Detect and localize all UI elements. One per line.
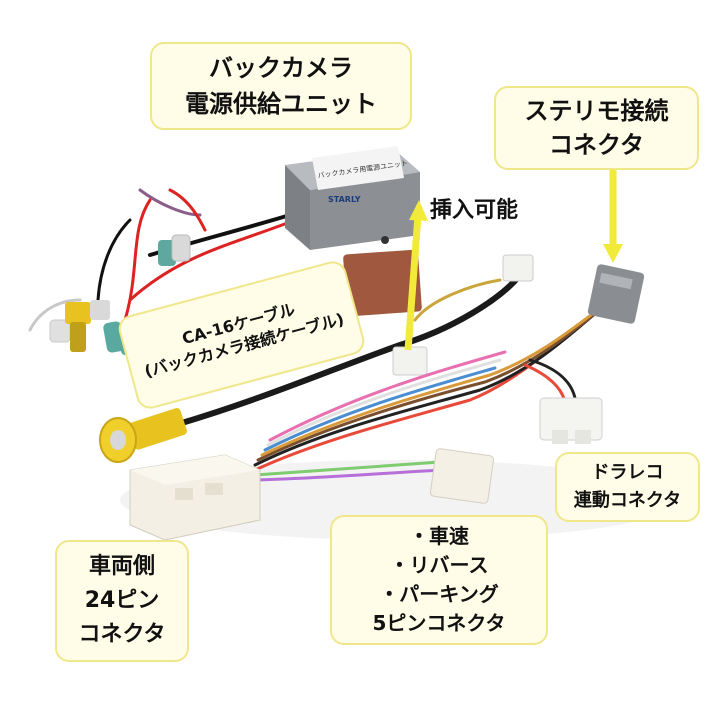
power-supply-unit [285, 146, 420, 250]
small-rca-plugs [65, 300, 110, 352]
arrow-up-icon [404, 200, 428, 351]
white-connector-small [502, 254, 534, 282]
arrow-down-icon [603, 160, 623, 263]
rca-video-plug [99, 408, 187, 463]
callout-stereo-line2: コネクタ [548, 131, 645, 159]
callout-dashcam-line2: 連動コネクタ [573, 490, 682, 511]
label-insertable: 挿入可能 [430, 198, 519, 223]
harness-wires [253, 293, 620, 482]
callout-power-unit: バックカメラ 電源供給ユニット [150, 42, 412, 130]
callout-signals-line1: ・車速 [409, 524, 469, 548]
callout-dashcam-line1: ドラレコ [591, 462, 664, 483]
unit-brand-text: STARLY [328, 195, 361, 204]
dashcam-connector [539, 397, 603, 444]
callout-power-unit-line1: バックカメラ [209, 54, 353, 82]
callout-signals-line3: ・パーキング [379, 582, 499, 606]
callout-power-unit-line2: 電源供給ユニット [185, 90, 377, 118]
adhesive-pad [343, 249, 422, 317]
callout-signal-connector: ・車速 ・リバース ・パーキング 5ピンコネクタ [330, 515, 548, 645]
five-pin-connector [429, 448, 495, 504]
callout-vehicle-line3: コネクタ [78, 622, 166, 647]
callout-stereo-connector: ステリモ接続 コネクタ [494, 86, 699, 170]
callout-vehicle-line2: 24ピン [84, 588, 160, 613]
callout-dashcam-connector: ドラレコ 連動コネクタ [555, 452, 700, 522]
ca16-cable [172, 272, 523, 428]
twenty-four-pin-connector [129, 454, 261, 541]
stereo-remote-connector [587, 264, 645, 324]
callout-stereo-line1: ステリモ接続 [524, 97, 669, 125]
callout-vehicle-line1: 車両側 [88, 554, 155, 579]
callout-signals-line4: 5ピンコネクタ [372, 611, 506, 635]
white-connector-mid [392, 346, 428, 376]
callout-vehicle-connector: 車両側 24ピン コネクタ [55, 540, 189, 662]
callout-signals-line2: ・リバース [389, 553, 489, 577]
